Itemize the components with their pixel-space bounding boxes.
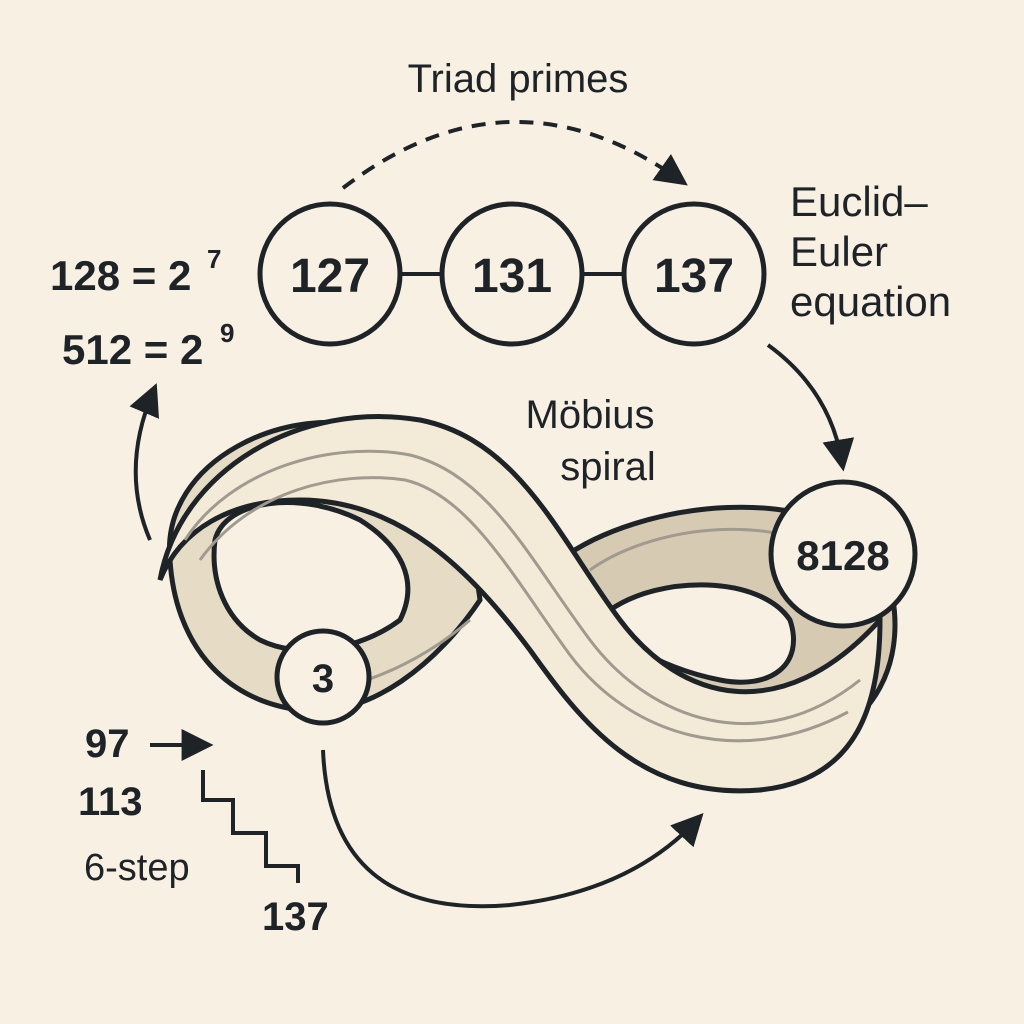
step-label-97: 97 xyxy=(85,722,130,766)
triad-node-127-label: 127 xyxy=(290,250,370,303)
mobius-label: Möbius spiral xyxy=(526,393,656,489)
mobius-front-strip xyxy=(157,414,883,794)
step-label-113: 113 xyxy=(78,780,143,824)
mobius-band xyxy=(157,414,898,794)
perfect-number-node: 8128 xyxy=(768,479,918,629)
mobius-left-inner-hole xyxy=(211,500,411,653)
power-512: 512 = 2 9 xyxy=(62,318,234,373)
step-staircase xyxy=(201,770,300,883)
triad-node-137: 137 xyxy=(621,201,767,347)
step-label-6-step: 6-step xyxy=(84,847,190,889)
euclid-euler-label: Euclid– Euler equation xyxy=(790,178,951,325)
euclid-euler-line-2: Euler xyxy=(790,228,888,275)
triad-node-137-label: 137 xyxy=(654,250,734,303)
triad-to-perfect-arrow xyxy=(766,343,855,472)
power-128: 128 = 2 7 xyxy=(50,244,221,299)
power-512-base: 512 = 2 xyxy=(62,326,203,373)
start-node-label: 3 xyxy=(312,657,334,701)
power-128-exponent: 7 xyxy=(207,244,221,274)
power-512-exponent: 9 xyxy=(220,318,234,348)
triad-node-131: 131 xyxy=(439,201,585,347)
mobius-label-line-1: Möbius xyxy=(526,393,655,437)
mobius-label-line-2: spiral xyxy=(560,445,656,489)
start-to-band-arrow xyxy=(321,749,704,909)
euclid-euler-line-3: equation xyxy=(790,278,951,325)
triad-node-131-label: 131 xyxy=(472,250,552,303)
perfect-number-label: 8128 xyxy=(796,532,889,579)
loop-up-arrow xyxy=(129,383,160,541)
euclid-euler-line-1: Euclid– xyxy=(790,178,928,225)
triad-dashed-arrow xyxy=(341,120,688,190)
mobius-ribbon-line-1 xyxy=(183,449,861,726)
mobius-ribbon-line-2 xyxy=(198,476,849,743)
start-node: 3 xyxy=(274,628,372,726)
triad-node-127: 127 xyxy=(257,201,403,347)
power-128-base: 128 = 2 xyxy=(50,252,191,299)
diagram-title: Triad primes xyxy=(408,57,629,101)
step-label-137: 137 xyxy=(262,895,329,939)
